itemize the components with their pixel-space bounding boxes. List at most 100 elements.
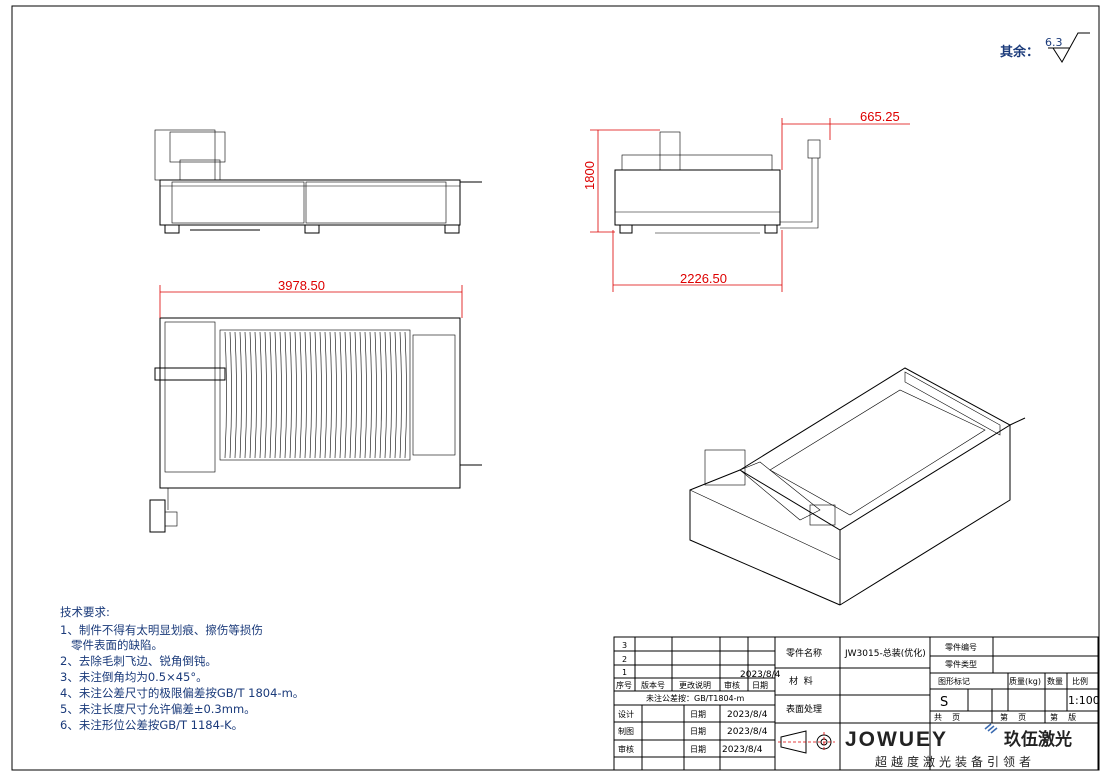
surface-treatment-label: 表面处理	[786, 703, 822, 715]
drafting-date: 2023/8/4	[727, 727, 768, 737]
table-slat	[394, 331, 397, 459]
table-slat	[364, 331, 367, 459]
table-slat	[264, 331, 267, 459]
table-slat	[389, 331, 392, 459]
requirement-item: 6、未注形位公差按GB/T 1184-K。	[60, 718, 243, 732]
mass-label: 质量(kg)	[1009, 676, 1041, 686]
drawing-frame	[11, 5, 1100, 771]
header-version: 版本号	[641, 680, 665, 690]
total-pages-label: 共 页	[934, 713, 960, 722]
dimension-text: 2226.50	[680, 271, 727, 286]
table-slat	[399, 331, 402, 459]
requirement-item: 2、去除毛刺飞边、锐角倒钝。	[60, 654, 217, 668]
table-slat	[379, 331, 382, 459]
table-slat	[349, 331, 352, 459]
table-slat	[354, 331, 357, 459]
date-label: 日期	[690, 727, 706, 736]
dimension-offset: 665.25	[781, 109, 910, 170]
part-number-label: 零件编号	[945, 642, 977, 652]
table-slat	[234, 331, 237, 459]
tolerance-note: 未注公差按：GB/T1804-m	[646, 693, 745, 703]
table-slat	[269, 331, 272, 459]
revision-date: 2023/8/4	[740, 670, 781, 680]
drafting-label: 制图	[618, 726, 634, 736]
review-date: 2023/8/4	[722, 745, 763, 755]
title-block: 3 2 1 2023/8/4 序号 版本号 更改说明 审核 日期 未注公差按：G…	[0, 636, 1108, 775]
material-label: 材 料	[789, 675, 813, 687]
table-slat	[384, 331, 387, 459]
table-slat	[319, 331, 322, 459]
revision-row-number: 1	[622, 668, 627, 677]
table-slat	[224, 331, 227, 459]
technical-requirements: 技术要求: 1、制件不得有太明显划痕、擦伤等损伤 零件表面的缺陷。 2、去除毛刺…	[60, 605, 304, 732]
scale-label: 比例	[1072, 676, 1088, 686]
table-slat	[299, 331, 302, 459]
table-slat	[374, 331, 377, 459]
review-label: 审核	[618, 744, 634, 754]
version-label: 第 版	[1050, 712, 1076, 722]
dimension-height: 1800	[582, 129, 660, 233]
requirements-title: 技术要求:	[60, 605, 110, 619]
table-slat	[249, 331, 252, 459]
projection-symbol-icon	[778, 730, 835, 754]
page-label: 第 页	[1000, 712, 1026, 722]
part-name: JW3015-总装(优化)	[844, 647, 926, 659]
dimension-text: 3978.50	[278, 278, 325, 293]
requirement-item: 1、制件不得有太明显划痕、擦伤等损伤	[60, 623, 263, 637]
dimension-text: 665.25	[860, 109, 900, 124]
requirement-item: 3、未注倒角均为0.5×45°。	[60, 670, 208, 684]
date-label: 日期	[690, 710, 706, 719]
dimension-overall-width: 2226.50	[612, 230, 783, 292]
dimension-overall-length: 3978.50	[159, 278, 463, 318]
design-date: 2023/8/4	[727, 710, 768, 720]
part-name-label: 零件名称	[786, 647, 822, 659]
date-label: 日期	[690, 745, 706, 754]
surface-finish-note: 其余： 6.3	[1000, 32, 1090, 63]
table-slat	[329, 331, 332, 459]
requirement-item: 5、未注长度尺寸允许偏差±0.3mm。	[60, 702, 256, 716]
table-slat	[404, 331, 407, 459]
company-slogan: 超越度激光装备引领者	[875, 754, 1035, 769]
table-slat	[259, 331, 262, 459]
header-change: 更改说明	[679, 680, 711, 690]
logo-wordmark: JOWUEY	[845, 728, 948, 751]
table-slat	[369, 331, 372, 459]
part-type-label: 零件类型	[945, 659, 977, 669]
company-name: 玖伍激光	[1004, 729, 1072, 750]
table-slat	[344, 331, 347, 459]
surface-finish-label: 其余：	[1000, 44, 1039, 60]
dimension-text: 1800	[582, 161, 597, 190]
table-slat	[304, 331, 307, 459]
table-slat	[289, 331, 292, 459]
header-review: 审核	[724, 680, 740, 690]
revision-row-number: 2	[622, 655, 627, 664]
table-slat	[254, 331, 257, 459]
company-logo: JOWUEY 玖伍激光 超越度激光装备引领者	[845, 723, 1072, 769]
header-seq: 序号	[616, 680, 632, 690]
graphic-mark-label: 图形标记	[938, 676, 970, 686]
requirement-item: 4、未注公差尺寸的极限偏差按GB/T 1804-m。	[60, 686, 304, 700]
table-slat	[274, 331, 277, 459]
graphic-mark: S	[940, 695, 948, 710]
table-slat	[284, 331, 287, 459]
table-slat	[334, 331, 337, 459]
table-slat	[309, 331, 312, 459]
header-date: 日期	[752, 681, 768, 690]
table-slat	[239, 331, 242, 459]
table-slat	[359, 331, 362, 459]
table-slat	[229, 331, 232, 459]
table-slat	[339, 331, 342, 459]
isometric-view	[689, 367, 1026, 606]
table-slat	[324, 331, 327, 459]
logo-mark-icon	[984, 723, 998, 734]
table-slat	[294, 331, 297, 459]
quantity-label: 数量	[1047, 676, 1063, 686]
requirement-item: 零件表面的缺陷。	[60, 638, 163, 652]
roughness-symbol-icon	[1048, 32, 1090, 63]
table-slat	[314, 331, 317, 459]
scale-value: 1:100	[1068, 694, 1100, 707]
roughness-value: 6.3	[1045, 36, 1063, 49]
top-view	[149, 317, 482, 533]
table-slat	[279, 331, 282, 459]
